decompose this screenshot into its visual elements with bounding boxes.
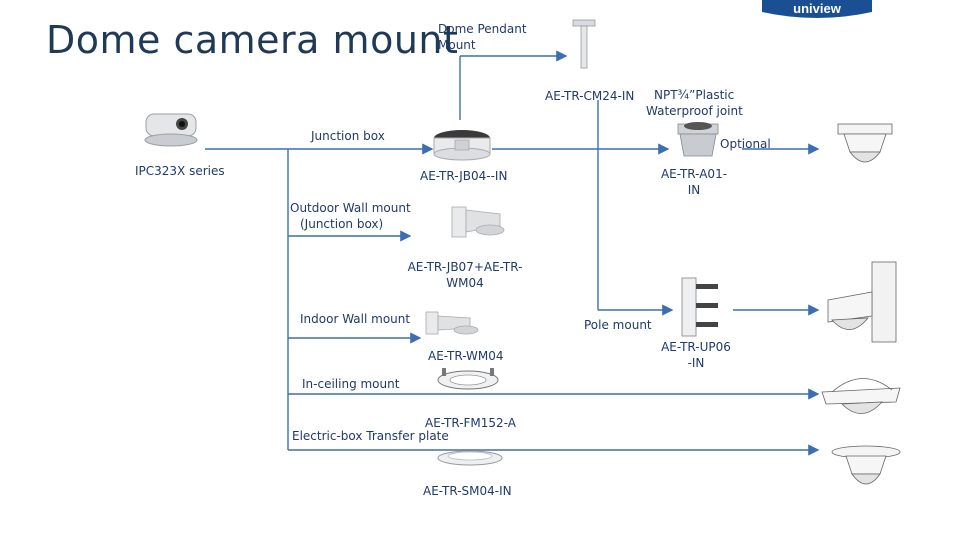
waterproof-joint-icon — [677, 122, 719, 157]
page-title: Dome camera mount — [46, 18, 459, 62]
pendant-heading-line-1: Dome Pendant — [438, 22, 527, 36]
transfer-plate-icon — [437, 450, 503, 466]
dome-result-icon-3 — [821, 378, 901, 414]
sm04-model-label: AE-TR-SM04-IN — [423, 484, 512, 498]
npt-label-line-2: Waterproof joint — [646, 104, 743, 118]
jb07-model-label-line-2: WM04 — [446, 276, 484, 290]
pole-mount-icon — [681, 277, 718, 337]
optional-label: Optional — [720, 137, 771, 151]
uniview-logo: uniview — [762, 0, 872, 18]
a01-model-label-line-2: IN — [687, 183, 701, 197]
a01-model-label-line-1: AE-TR-A01- — [660, 167, 728, 181]
camera-model-label: IPC323X series — [135, 164, 225, 178]
electric-box-label: Electric-box Transfer plate — [292, 429, 449, 443]
wm04-model-label: AE-TR-WM04 — [428, 349, 504, 363]
pendant-heading-line-2: Mount — [438, 38, 476, 52]
pole-mount-label: Pole mount — [584, 318, 652, 332]
in-ceiling-mount-icon — [437, 368, 499, 390]
pendant-model-label: AE-TR-CM24-IN — [545, 89, 635, 103]
up06-model-label-line-1: AE-TR-UP06 — [661, 340, 731, 354]
up06-model-label-line-2: -IN — [687, 356, 705, 370]
dome-result-icon-1 — [837, 123, 893, 163]
fm152-model-label: AE-TR-FM152-A — [425, 416, 516, 430]
svg-text:uniview: uniview — [793, 1, 842, 16]
dome-result-icon-2 — [827, 261, 897, 343]
pendant-mount-icon — [572, 19, 596, 69]
outdoor-wall-label-line-1: Outdoor Wall mount — [290, 201, 411, 215]
jb07-model-label-line-1: AE-TR-JB07+AE-TR- — [407, 260, 523, 274]
outdoor-wall-label-line-2: (Junction box) — [300, 217, 384, 231]
indoor-wall-label: Indoor Wall mount — [300, 312, 411, 326]
indoor-wall-mount-icon — [425, 311, 479, 335]
dome-camera-icon — [144, 113, 198, 147]
in-ceiling-label: In-ceiling mount — [302, 377, 400, 391]
outdoor-wall-mount-icon — [451, 206, 505, 238]
jb04-model-label: AE-TR-JB04--IN — [420, 169, 508, 183]
dome-result-icon-4 — [831, 445, 901, 485]
junction-box-icon — [433, 130, 491, 161]
junction-box-label: Junction box — [311, 129, 385, 143]
npt-label-line-1: NPT¾”Plastic — [654, 88, 735, 102]
